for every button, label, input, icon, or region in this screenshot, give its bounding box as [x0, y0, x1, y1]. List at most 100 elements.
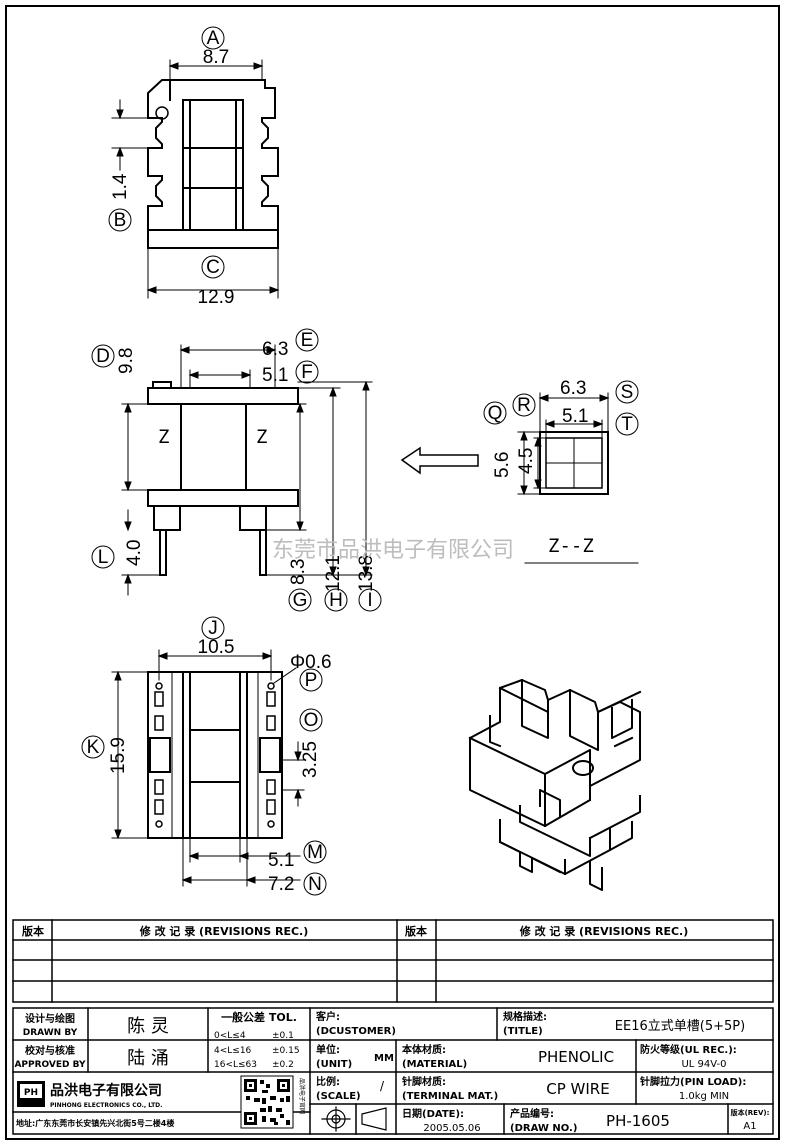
dim-D: 9.8: [116, 348, 137, 374]
drawno-label-en: (DRAW NO.): [510, 1123, 577, 1134]
company-name-cn: 品洪电子有限公司: [50, 1082, 162, 1099]
title-label-en: (TITLE): [503, 1026, 543, 1037]
dim-C: 12.9: [198, 287, 235, 308]
label-E: E: [301, 330, 314, 351]
top-view: [147, 79, 279, 249]
date-value: 2005.05.06: [423, 1123, 480, 1134]
rev-label: 版本(REV):: [731, 1108, 770, 1117]
label-A: A: [207, 28, 220, 49]
dim-O: 3.25: [300, 741, 321, 778]
title-label: 规格描述:: [503, 1010, 547, 1023]
section-mark-right: Z: [256, 426, 267, 448]
dim-K: 15.9: [108, 737, 129, 774]
side-view: [147, 381, 299, 576]
dim-N: 7.2: [268, 874, 294, 895]
rev-value: A1: [743, 1121, 756, 1132]
unit-label-en: (UNIT): [316, 1059, 352, 1070]
dim-R: 4.5: [516, 448, 537, 474]
sheet-border: [5, 5, 780, 1140]
label-F: F: [301, 362, 313, 383]
tol-value-3: ±0.2: [272, 1060, 294, 1070]
rev-col-version-2: 版本: [405, 924, 427, 938]
drawno-value: PH-1605: [606, 1112, 670, 1130]
date-label: 日期(DATE):: [402, 1107, 464, 1120]
label-J: J: [208, 618, 218, 639]
label-G: G: [293, 590, 308, 611]
dim-G: 8.3: [288, 559, 309, 585]
dim-L: 4.0: [124, 540, 145, 566]
fire-value: UL 94V-0: [681, 1059, 726, 1070]
label-T: T: [621, 414, 633, 435]
label-Q: Q: [488, 403, 503, 424]
pinload-value: 1.0kg MIN: [679, 1091, 729, 1102]
section-title: Z--Z: [548, 535, 594, 557]
bottom-view-dims: [81, 616, 327, 896]
material-value: PHENOLIC: [538, 1048, 614, 1066]
drawno-label: 产品编号:: [510, 1107, 554, 1120]
rev-col-version: 版本: [22, 924, 44, 938]
rev-col-record: 修 改 记 录 (REVISIONS REC.): [139, 924, 309, 938]
checker-label: 校对与核准: [25, 1044, 75, 1057]
scale-label-en: (SCALE): [316, 1091, 361, 1102]
unit-label: 单位:: [316, 1043, 340, 1056]
scale-label: 比例:: [316, 1075, 340, 1088]
dim-A: 8.7: [203, 47, 229, 68]
checker-label-en: APPROVED BY: [14, 1060, 86, 1070]
tol-value-1: ±0.1: [272, 1031, 294, 1041]
label-S: S: [621, 382, 634, 403]
drawing-text: A 8.7 B 1.4 C 12.9 D 9.8 6.3 E 5.1 F Z Z…: [14, 28, 769, 1134]
designer-label: 设计与绘图: [25, 1012, 75, 1025]
label-O: O: [304, 710, 319, 731]
scale-value: /: [380, 1079, 385, 1093]
dim-B: 1.4: [110, 173, 131, 200]
terminal-value: CP WIRE: [546, 1080, 609, 1098]
qr-side-text: 品洪电子官网: [298, 1078, 306, 1114]
tol-value-2: ±0.15: [272, 1046, 300, 1056]
tol-range-1: 0<L≤4: [214, 1031, 246, 1041]
qr-code-icon: [240, 1075, 294, 1129]
label-H: H: [329, 590, 343, 611]
label-K: K: [87, 737, 100, 758]
company-name-en: PINHONG ELECTRONICS CO., LTD.: [50, 1102, 162, 1109]
top-view-dims: [108, 26, 280, 299]
customer-label-en: (DCUSTOMER): [316, 1026, 396, 1037]
dim-I: 13.8: [356, 555, 377, 592]
dim-F: 5.1: [262, 365, 288, 386]
dim-E: 6.3: [262, 339, 288, 360]
label-D: D: [96, 346, 110, 367]
projection-symbol-icon: [321, 1106, 387, 1132]
terminal-label: 针脚材质:: [402, 1075, 446, 1088]
terminal-label-en: (TERMINAL MAT.): [402, 1091, 498, 1102]
dim-M: 5.1: [268, 850, 294, 871]
rev-col-record-2: 修 改 记 录 (REVISIONS REC.): [519, 924, 689, 938]
tol-range-3: 16<L≤63: [214, 1060, 257, 1070]
tolerance-title: 一般公差 TOL.: [221, 1010, 297, 1024]
label-B: B: [114, 210, 127, 231]
designer-label-en: DRAWN BY: [23, 1028, 78, 1038]
customer-label: 客户:: [315, 1010, 340, 1023]
title-block-grid: [12, 919, 774, 1135]
label-I: I: [367, 590, 372, 611]
dim-S: 6.3: [560, 378, 586, 399]
label-L: L: [98, 547, 109, 568]
bottom-view: [147, 671, 283, 839]
title-value: EE16立式单槽(5+5P): [615, 1019, 745, 1034]
fire-label: 防火等级(UL REC.):: [640, 1043, 737, 1056]
label-C: C: [206, 257, 220, 278]
label-N: N: [308, 874, 322, 895]
material-label-en: (MATERIAL): [402, 1059, 467, 1070]
dim-T: 5.1: [562, 406, 588, 427]
logo-text: PH: [24, 1088, 38, 1098]
dim-P: Φ0.6: [290, 652, 332, 673]
tol-range-2: 4<L≤16: [214, 1046, 252, 1056]
unit-value: MM: [374, 1053, 394, 1064]
section-mark-left: Z: [158, 426, 169, 448]
watermark: 东莞市品洪电子有限公司: [272, 538, 514, 563]
material-label: 本体材质:: [402, 1043, 446, 1056]
section-view: [524, 431, 639, 564]
dim-Q: 5.6: [492, 452, 513, 478]
dim-J: 10.5: [198, 637, 235, 658]
label-P: P: [305, 670, 318, 691]
